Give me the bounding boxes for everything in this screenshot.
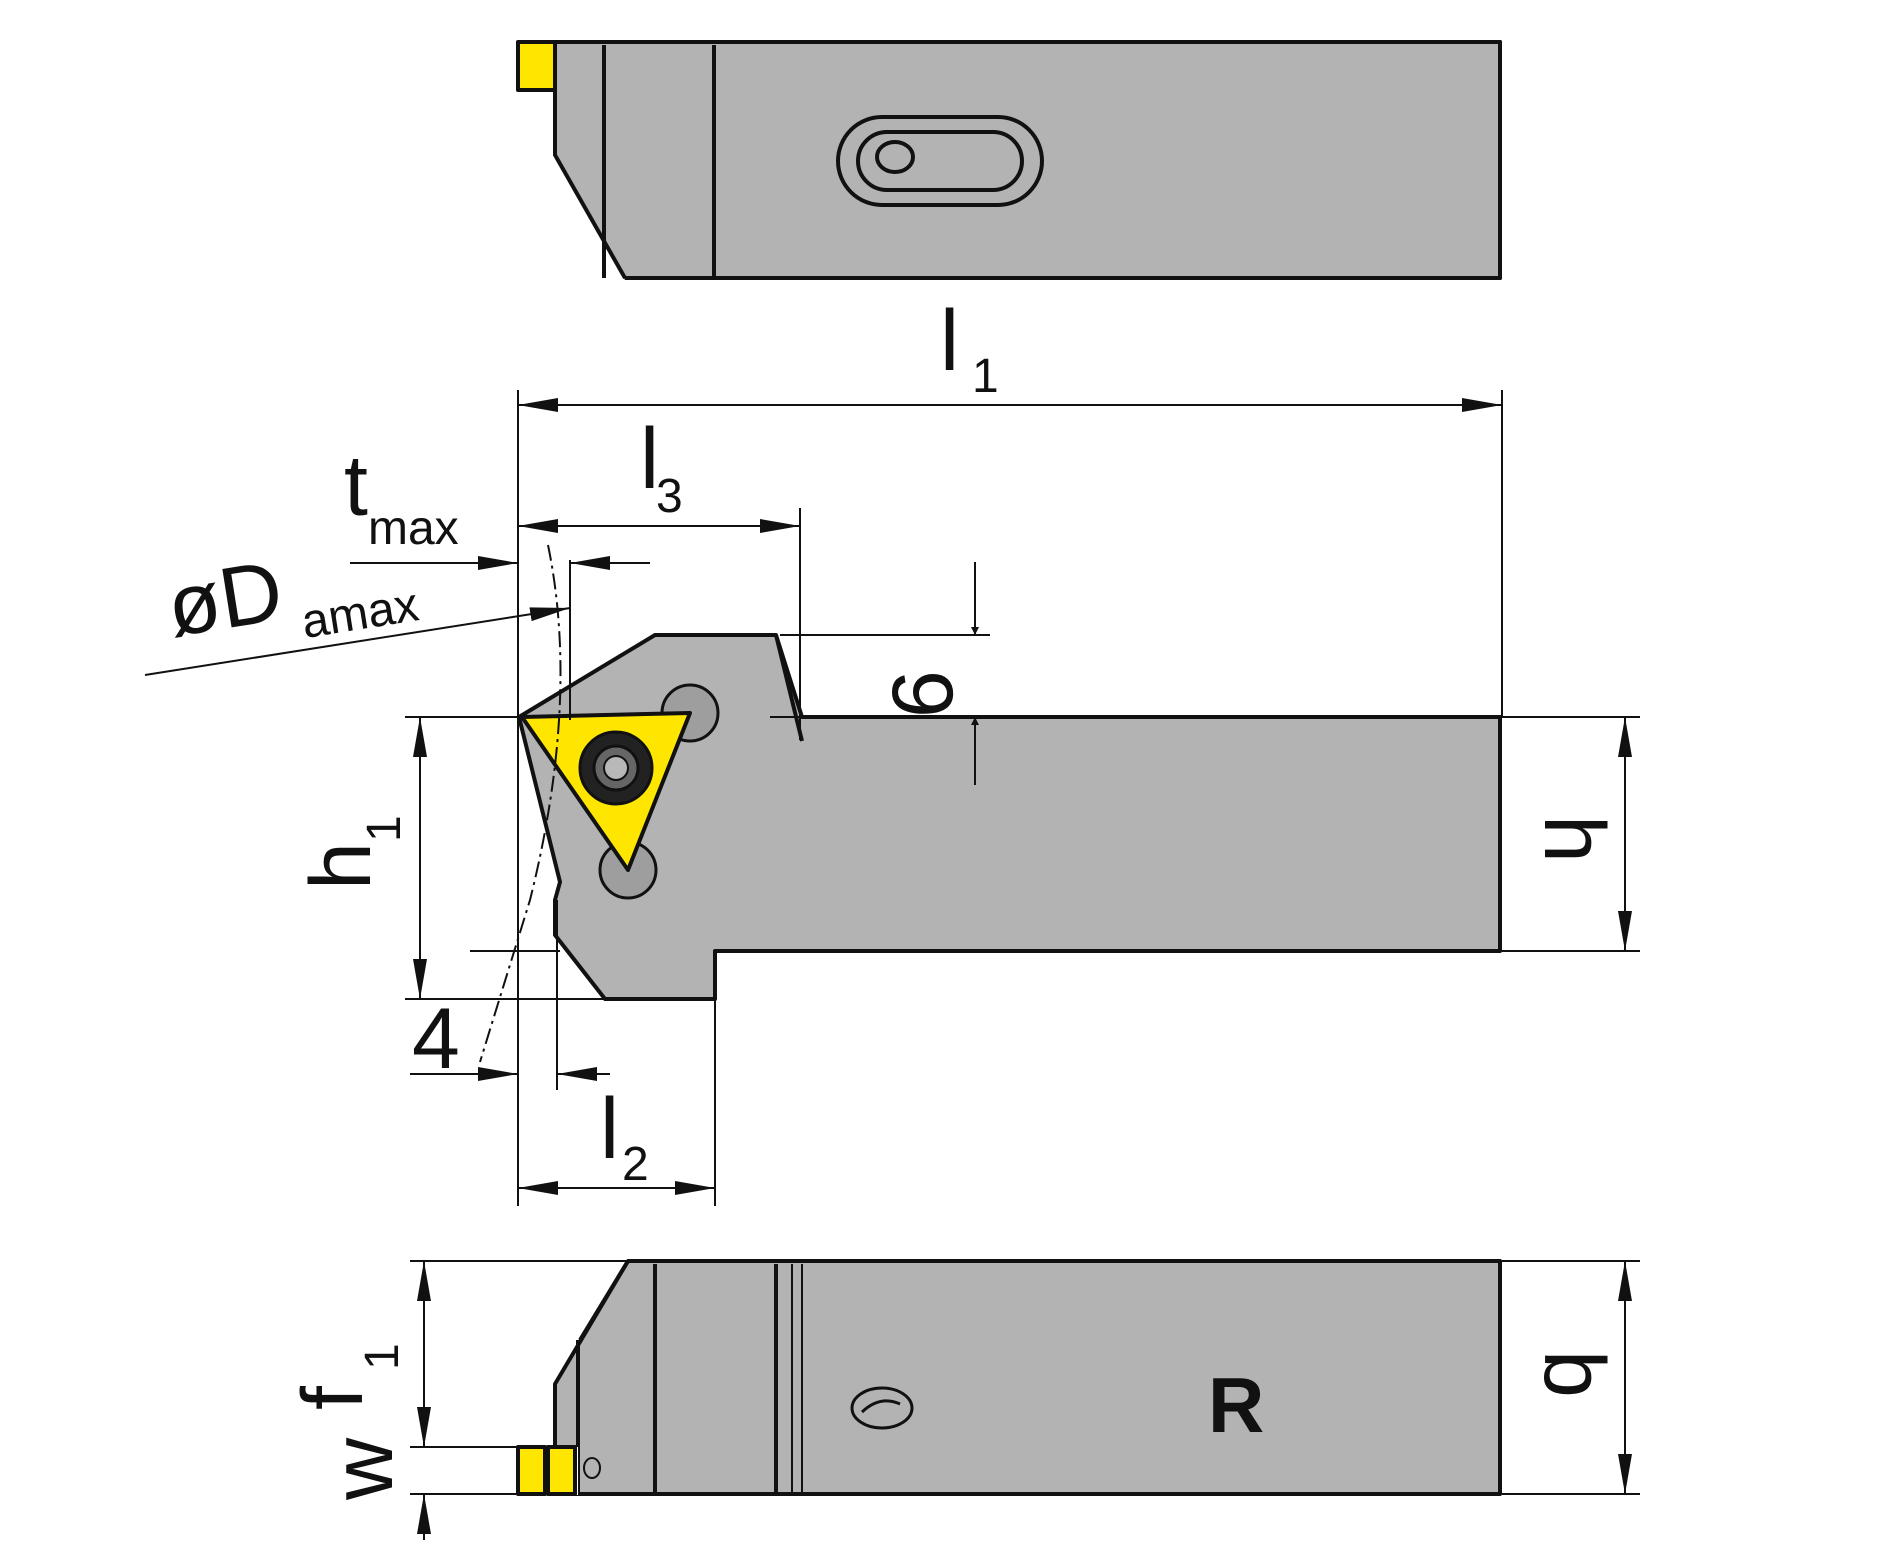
- bottom-view: R: [515, 1259, 1502, 1496]
- top-view-shank: [518, 40, 1502, 280]
- label-b: b: [1526, 1350, 1622, 1398]
- label-f1-sub: 1: [356, 1343, 409, 1370]
- bottom-view-body: [553, 1259, 1502, 1496]
- label-w: w: [315, 1437, 411, 1501]
- front-view-body: [517, 633, 1502, 1001]
- top-view: [515, 40, 1502, 280]
- label-l1-main: l: [940, 293, 959, 389]
- bottom-view-insert-right: [546, 1445, 577, 1496]
- dimension-l2: l 2: [518, 999, 716, 1206]
- label-angle-4: 4: [412, 991, 460, 1087]
- label-f1-main: f: [285, 1385, 381, 1410]
- bottom-view-insert-left: [516, 1445, 547, 1496]
- label-h1-sub: 1: [358, 815, 411, 842]
- front-view: [470, 544, 1502, 1063]
- dimension-l3: l 3: [518, 411, 801, 740]
- label-l3-main: l: [640, 411, 659, 507]
- clamp-screw-slot: [836, 115, 1044, 207]
- dimension-h1: h 1: [293, 716, 605, 1000]
- dimension-angle-4: 4: [410, 900, 610, 1090]
- dimension-tmax: t max: [344, 438, 650, 720]
- label-l2-main: l: [600, 1081, 619, 1177]
- label-h1-main: h: [293, 842, 389, 890]
- label-dmax-main: øD: [161, 543, 289, 656]
- label-dmax-sub: amax: [298, 578, 422, 649]
- label-tmax-sub: max: [368, 502, 459, 555]
- label-l1-sub: 1: [972, 350, 999, 403]
- dimension-l1: l 1: [517, 293, 1503, 1206]
- dimension-w: w: [315, 1437, 431, 1540]
- top-view-insert: [516, 40, 557, 92]
- dimension-dmax: øD amax: [144, 543, 571, 676]
- dimension-angle-9: 9: [780, 562, 990, 785]
- label-angle-9: 9: [874, 670, 970, 718]
- label-hand-r: R: [1208, 1361, 1264, 1449]
- label-tmax-main: t: [344, 438, 368, 534]
- dimension-b: b: [1502, 1260, 1640, 1495]
- dimension-f1: f 1: [285, 1260, 628, 1495]
- label-l2-sub: 2: [622, 1138, 649, 1191]
- label-l3-sub: 3: [656, 470, 683, 523]
- dimension-h: h: [1502, 716, 1640, 952]
- label-h: h: [1526, 815, 1622, 863]
